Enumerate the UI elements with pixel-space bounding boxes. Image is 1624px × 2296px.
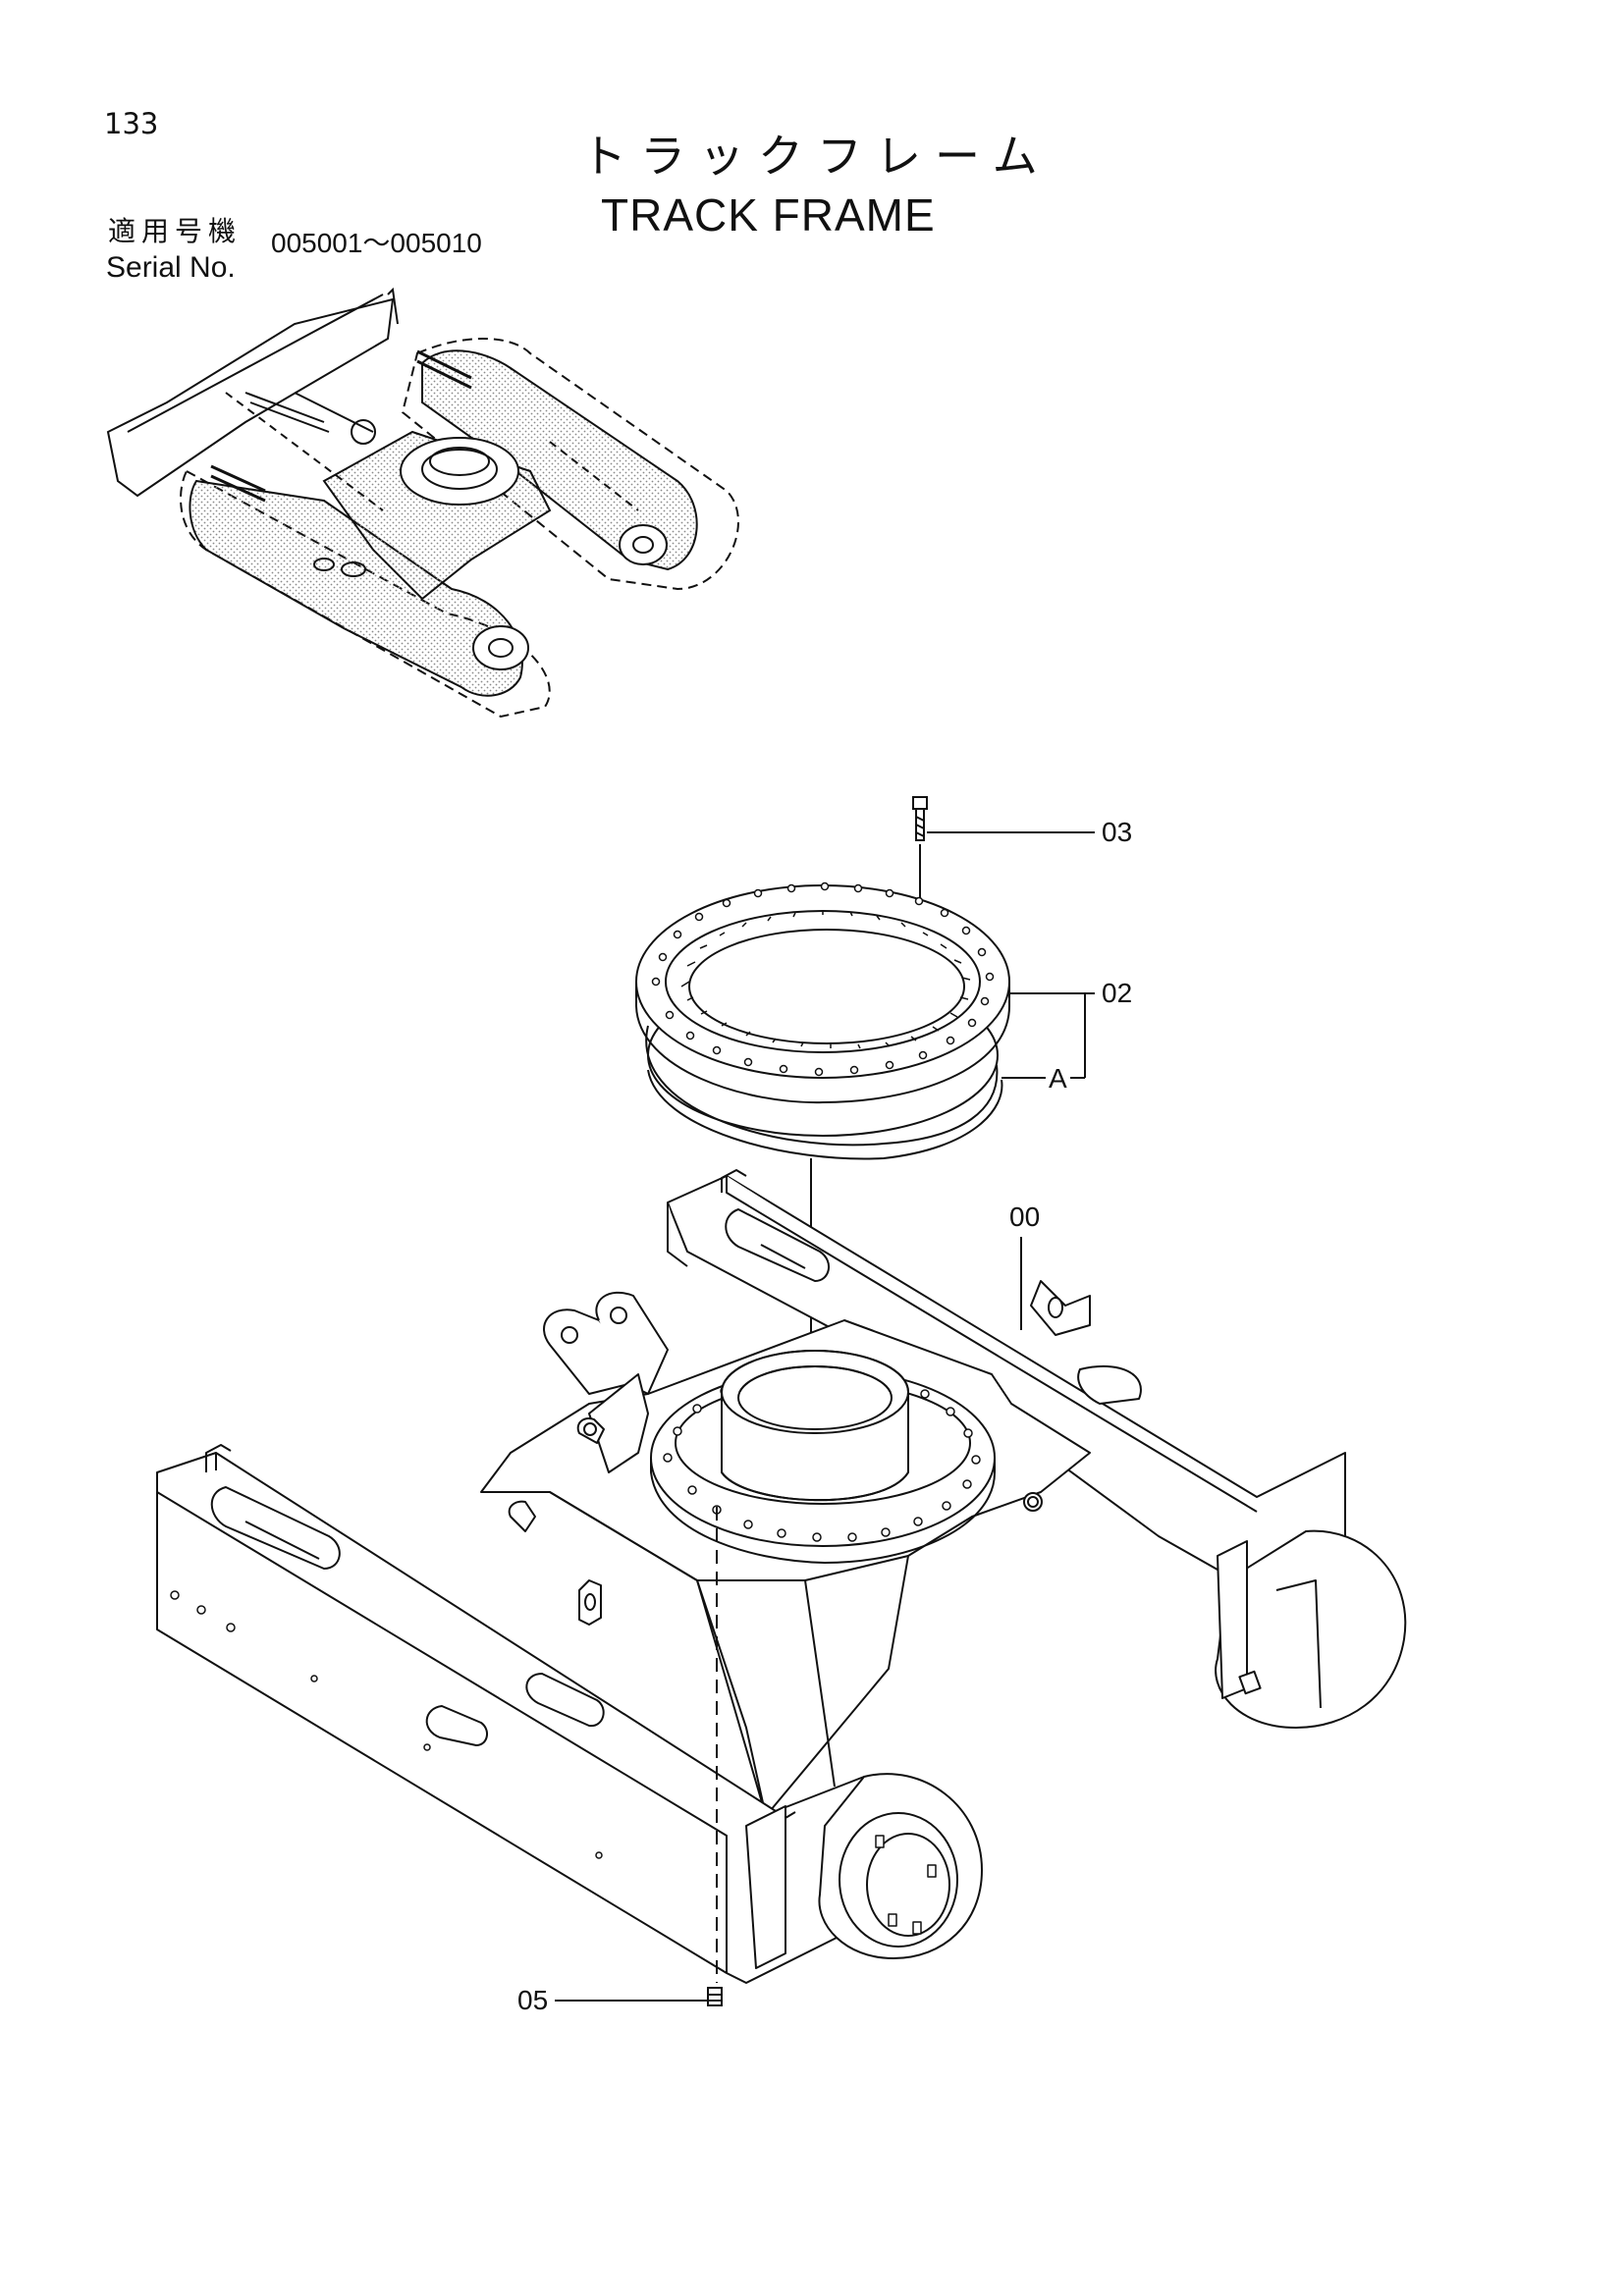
callout-A: A xyxy=(1049,1063,1067,1094)
dozer-blade xyxy=(106,297,395,498)
serial-range: 005001～005010 xyxy=(271,228,482,258)
callout-05: 05 xyxy=(517,1985,549,2015)
track-frame-00 xyxy=(156,1169,1407,1984)
machine-overview-thumbnail xyxy=(106,287,739,719)
rear-side-frame xyxy=(421,349,698,571)
page-title-japanese: トラックフレーム xyxy=(581,130,1052,183)
callout-00: 00 xyxy=(1009,1201,1041,1232)
plug-05 xyxy=(707,1987,723,2006)
bolt-03 xyxy=(912,796,928,841)
page-number: 133 xyxy=(104,107,159,140)
gear-teeth xyxy=(680,911,971,1049)
rear-idler-housing xyxy=(1215,1529,1407,1729)
serial-label: Serial No. xyxy=(106,251,236,284)
thumb-swing-ring xyxy=(400,437,519,506)
front-frame-slot xyxy=(210,1486,341,1570)
leader-lines-02-A xyxy=(1001,992,1095,1079)
front-track-outline xyxy=(180,469,551,719)
callout-02: 02 xyxy=(1102,978,1133,1008)
callout-03: 03 xyxy=(1102,817,1133,847)
serial-label-japanese: 適用号機 xyxy=(108,215,243,247)
rear-frame-slot xyxy=(725,1208,830,1282)
race-bolt-holes xyxy=(651,881,995,1077)
swing-bearing-02 xyxy=(635,881,1010,1160)
page-title: TRACK FRAME xyxy=(601,189,936,240)
front-side-frame xyxy=(189,479,523,697)
rear-track-outline xyxy=(401,338,739,591)
